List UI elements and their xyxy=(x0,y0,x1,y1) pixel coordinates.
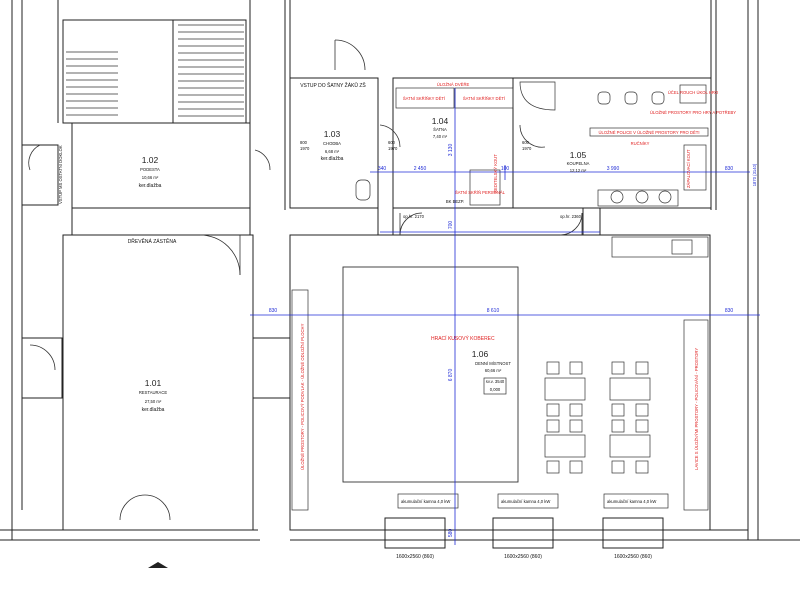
room-number: 1.04 xyxy=(432,116,449,126)
label-storage-top: ÚLOŽNÁ DVĚŘE xyxy=(437,82,470,87)
label-door-h6: 1970 xyxy=(300,146,310,151)
door-swings xyxy=(28,39,583,521)
room-1-06: 1.06 DENNÍ MÍSTNOST 60,66 m² sv.v. 3540 … xyxy=(472,349,512,392)
dim-830-left: 830 xyxy=(269,308,278,314)
label-heater-2: akumulační kamna 4,0 kW xyxy=(501,499,550,504)
room-number: 1.05 xyxy=(570,150,587,160)
room-number: 1.02 xyxy=(142,155,159,165)
label-lockers-2: ŠATNÍ SKŘÍŇKY DĚTÍ xyxy=(463,96,506,101)
label-heater-3: akumulační kamna 4,0 kW xyxy=(607,499,656,504)
room-height: sv.v. 3540 xyxy=(486,379,505,384)
room-area: 10,66 m² xyxy=(142,175,159,180)
label-window-1: 1600x2560 (860) xyxy=(396,554,434,560)
label-door-h3: 600 xyxy=(522,140,530,145)
label-towels: RUČNÍKY xyxy=(631,141,650,146)
label-door-a: op.hr. 2170 xyxy=(403,214,425,219)
room-area: 60,66 m² xyxy=(485,368,502,373)
label-tag-left: ZÁPALOVACÍ KOUT xyxy=(686,149,691,188)
dim-580: 580 xyxy=(448,529,454,538)
label-door-h4: 1970 xyxy=(522,146,532,151)
dim-100: 100 xyxy=(501,166,510,172)
label-tag-bk: BK BEZP. xyxy=(446,199,464,204)
label-storage-right: LAVICE S ÚLOŽNÝMI PROSTORY - POLICOVÁNÍ … xyxy=(694,348,699,470)
label-entrance-sides: VSTUP MŠ OSTATNÍ DOKLOK xyxy=(58,145,63,204)
dim-3990: 3 990 xyxy=(607,166,620,172)
label-door-h1: 600 xyxy=(388,140,396,145)
dim-1870: 1870 (3140) xyxy=(752,163,757,186)
room-number: 1.03 xyxy=(324,129,341,139)
room-name: PODESTA xyxy=(140,167,160,172)
dimension-lines xyxy=(250,88,760,545)
room-area: 7,40 m² xyxy=(433,134,448,139)
room-name: CHODBA xyxy=(323,141,341,146)
dim-700: 700 xyxy=(448,221,454,230)
room-floor: ker.dlažba xyxy=(139,183,162,189)
room-number: 1.06 xyxy=(472,349,489,359)
room-1-03: 1.03 CHODBA 6,68 m² ker.dlažba xyxy=(321,129,344,162)
section-marker-icon xyxy=(148,562,168,568)
room-level: 0,000 xyxy=(490,387,501,392)
label-window-3: 1600x2560 (860) xyxy=(614,554,652,560)
dim-6870: 6 870 xyxy=(448,369,454,382)
dim-2450: 2 450 xyxy=(414,166,427,172)
label-heater-1: akumulační kamna 4,0 kW xyxy=(401,499,450,504)
label-lockers-1: ŠATNÍ SKŘÍŇKY DĚTÍ xyxy=(403,96,446,101)
label-bath-note-2: ÚČEL ROUCH ÚKOL HRO xyxy=(668,90,719,95)
room-number: 1.01 xyxy=(145,378,162,388)
label-carpet: HRACÍ KUSOVÝ KOBEREC xyxy=(431,335,495,342)
label-entrance-zs: VSTUP DO ŠATNY ŽÁKŮ ZŠ xyxy=(300,81,366,89)
dim-830-right: 830 xyxy=(725,308,734,314)
room-1-04: 1.04 ŠATNA 7,40 m² xyxy=(432,116,449,139)
room-area: 27,50 m² xyxy=(145,399,162,404)
label-lockers-staff: ŠATNÍ SKŘÍŇ PERSONÁL xyxy=(455,190,506,195)
label-door-h5: 800 xyxy=(300,140,308,145)
room-name: RESTAURACE xyxy=(139,390,168,395)
room-floor: ker.dlažba xyxy=(321,156,344,162)
room-floor: ker.dlažba xyxy=(142,407,165,413)
label-door-sign: ŘEDITELSKÝ KOUT xyxy=(493,154,498,193)
label-bath-note: ÚLOŽNÉ PROSTORY PRO HRY A POTŘEBY xyxy=(650,110,736,115)
label-bath-storage: ÚLOŽNÉ POLICE V ÚLOŽNÉ PROSTORY PRO DĚTI xyxy=(599,130,700,135)
room-name: DENNÍ MÍSTNOST xyxy=(475,361,511,366)
furniture xyxy=(291,81,709,511)
label-window-2: 1600x2560 (860) xyxy=(504,554,542,560)
label-door-b: op.hr. 2360 xyxy=(560,214,582,219)
room-area: 6,68 m² xyxy=(325,149,340,154)
label-storage-left: ÚLOŽNÉ PROSTORY - POLICOVÝ PODVLAK - ÚLO… xyxy=(300,323,305,470)
dim-830-top: 830 xyxy=(725,166,734,172)
label-door-h2: 1970 xyxy=(388,146,398,151)
walls xyxy=(0,0,800,549)
room-1-05: 1.05 KOUPELNA 12,12 m² xyxy=(567,150,590,173)
room-area: 12,12 m² xyxy=(570,168,587,173)
room-name: ŠATNA xyxy=(433,127,447,132)
room-1-02: 1.02 PODESTA 10,66 m² ker.dlažba xyxy=(139,155,162,189)
label-wood-wall: DŘEVĚNÁ ZÁSTĚNA xyxy=(128,237,177,245)
dim-340: 340 xyxy=(378,166,387,172)
room-name: KOUPELNA xyxy=(567,161,590,166)
carpet-area xyxy=(342,266,519,483)
room-1-01: 1.01 RESTAURACE 27,50 m² ker.dlažba xyxy=(139,378,168,413)
stairs xyxy=(66,24,244,117)
dim-8610: 8 610 xyxy=(487,308,500,314)
dim-3130: 3 130 xyxy=(448,144,454,157)
